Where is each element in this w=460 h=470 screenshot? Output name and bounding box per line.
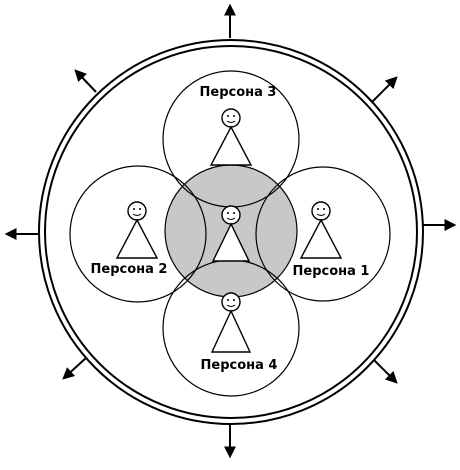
arrow-icon — [62, 357, 87, 380]
arrow-icon — [371, 76, 398, 103]
stick-figure-icon — [210, 292, 252, 353]
stick-figure-icon — [115, 201, 159, 259]
outer-ring — [38, 39, 424, 425]
stick-figure-icon — [299, 201, 343, 259]
persona-4-label: Персона 4 — [201, 358, 278, 373]
stick-figure-icon — [211, 205, 251, 262]
outward-arrows — [4, 3, 457, 459]
persona-1-label: Персона 1 — [293, 264, 370, 279]
arrow-icon — [74, 69, 97, 93]
outer-ring-inner — [44, 45, 418, 419]
arrow-icon — [373, 359, 398, 384]
persona-3-label: Персона 3 — [200, 85, 277, 100]
persona-2-label: Персона 2 — [91, 262, 168, 277]
stick-figure-icon — [209, 108, 253, 166]
persona-1-circle — [255, 166, 391, 302]
persona-2-circle — [69, 165, 207, 303]
